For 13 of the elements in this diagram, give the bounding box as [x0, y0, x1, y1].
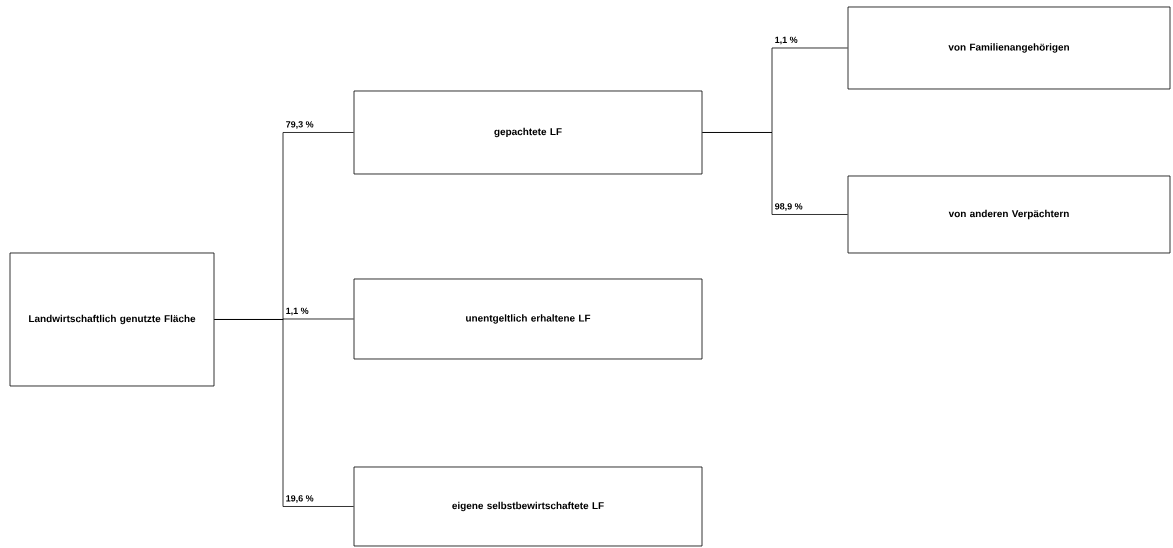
edge-label: 1,1 % [773, 35, 800, 46]
process-box: eigene selbstbewirtschaftete LF [353, 466, 703, 547]
process-box: von anderen Verpächtern [847, 175, 1171, 254]
connector-line [214, 319, 354, 507]
process-box: von Familienangehörigen [847, 6, 1171, 90]
process-box: unentgeltlich erhaltene LF [353, 278, 703, 360]
process-box: gepachtete LF [353, 90, 703, 175]
process-box: Landwirtschaftlich genutzte Fläche [9, 252, 215, 387]
edge-label: 79,3 % [284, 119, 316, 131]
edge-label: 98,9 % [773, 201, 805, 213]
edge-label: 1,1 % [284, 306, 311, 317]
connector-line [702, 132, 848, 215]
edge-label: 19,6 % [284, 493, 316, 505]
